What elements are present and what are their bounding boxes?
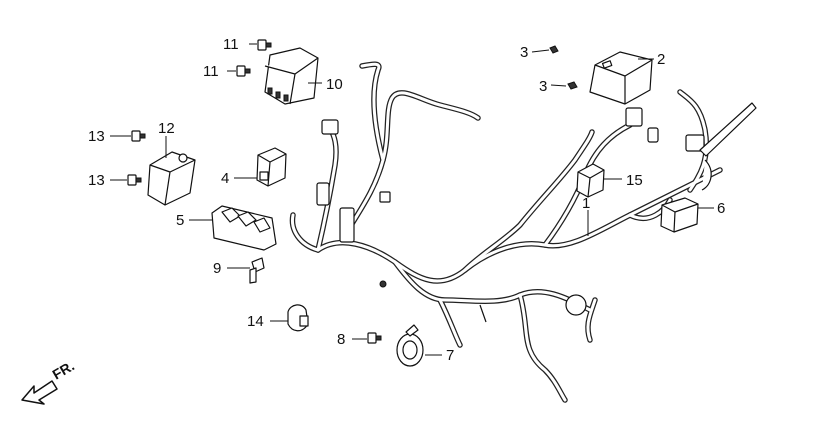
callout-12: 12 xyxy=(158,120,175,137)
front-direction-label: FR. xyxy=(50,357,78,382)
wire-harness xyxy=(289,61,757,403)
callout-10: 10 xyxy=(326,76,343,93)
leader-lines xyxy=(110,43,714,356)
callout-11a: 11 xyxy=(223,36,239,53)
relay-part-4 xyxy=(256,147,287,187)
callout-7: 7 xyxy=(446,347,454,364)
callout-9: 9 xyxy=(213,260,221,277)
connector-part-14 xyxy=(287,304,309,332)
screw-part-3a xyxy=(549,45,559,54)
callout-14: 14 xyxy=(247,313,264,330)
relay-part-15 xyxy=(576,163,605,198)
front-arrow-icon xyxy=(21,380,58,405)
front-direction-arrow: FR. xyxy=(21,357,78,405)
bolt-part-11b xyxy=(236,65,251,77)
callout-3b: 3 xyxy=(539,78,547,95)
callout-13a: 13 xyxy=(88,128,105,145)
bolt-part-8 xyxy=(367,332,382,344)
callout-11b: 11 xyxy=(203,63,219,80)
callout-4: 4 xyxy=(221,170,229,187)
bolt-part-11a xyxy=(257,39,272,51)
callout-5: 5 xyxy=(176,212,184,229)
regulator-part-10 xyxy=(264,47,319,105)
unit-part-12 xyxy=(147,151,196,206)
control-unit-part-2 xyxy=(589,51,653,105)
fuse-box-part-5 xyxy=(211,205,277,251)
callout-3a: 3 xyxy=(520,44,528,61)
callout-15: 15 xyxy=(626,172,643,189)
callout-2: 2 xyxy=(657,51,665,68)
callout-6: 6 xyxy=(717,200,725,217)
callout-13b: 13 xyxy=(88,172,105,189)
sensor-part-9 xyxy=(249,257,265,284)
screw-part-3b xyxy=(567,81,578,90)
horn-part-7 xyxy=(396,324,424,367)
callouts: 1 2 3 3 4 5 6 7 8 9 10 11 11 12 13 13 14… xyxy=(88,36,725,364)
bolt-part-13a xyxy=(131,130,146,142)
callout-8: 8 xyxy=(337,331,345,348)
bolt-part-13b xyxy=(127,174,142,186)
connector-part-6 xyxy=(660,197,699,233)
callout-1: 1 xyxy=(582,195,590,212)
